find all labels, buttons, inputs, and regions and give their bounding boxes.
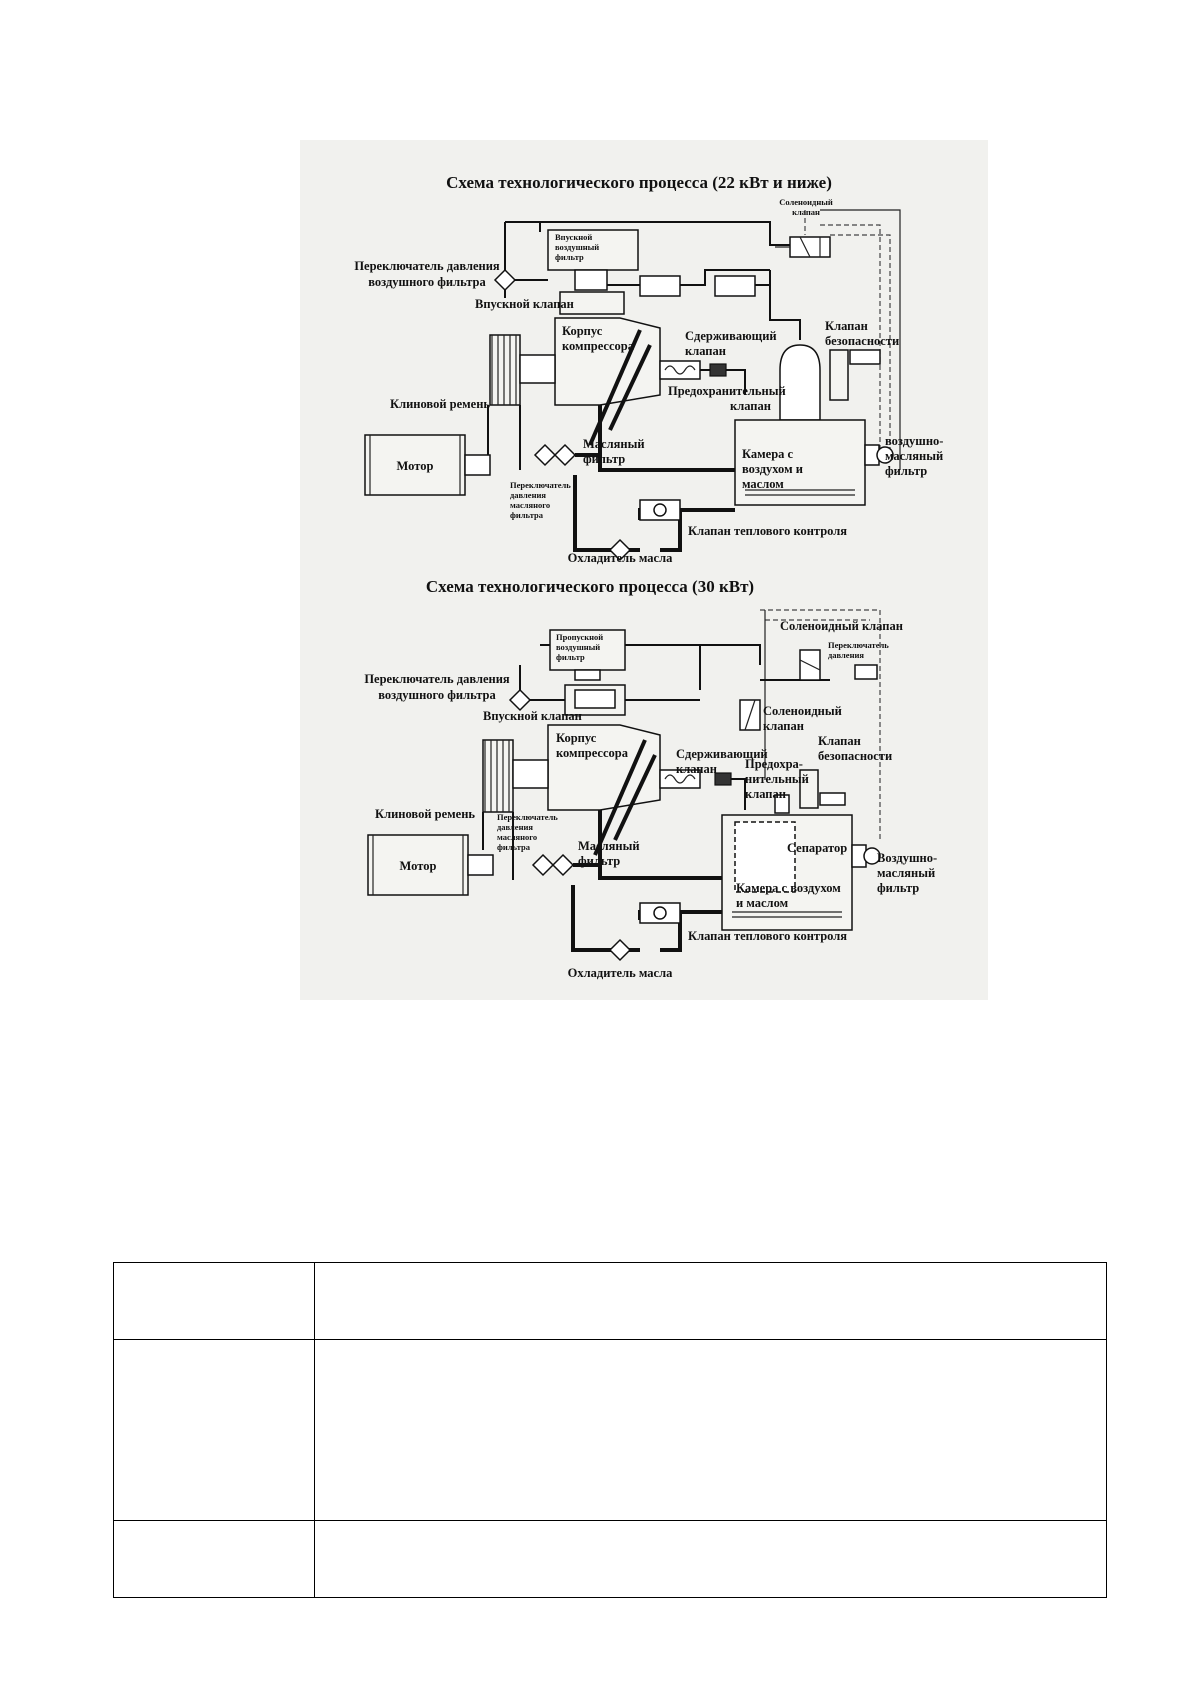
table-cell-label <box>113 1262 315 1340</box>
svg-text:Охладитель масла: Охладитель масла <box>568 966 673 980</box>
air-oil-chamber-22 <box>734 419 866 506</box>
intake-air-filter-box-30 <box>549 629 626 671</box>
oil-cooler-22 <box>608 538 632 562</box>
table-row <box>113 1339 1107 1521</box>
oil-filter-30 <box>551 853 575 877</box>
table-cell-label <box>113 1339 315 1521</box>
table-cell-value <box>314 1520 1107 1598</box>
table-row <box>113 1520 1107 1598</box>
compressor-housing-30 <box>547 724 661 811</box>
spec-table <box>113 1262 1107 1598</box>
svg-text:Впускной клапан: Впускной клапан <box>475 297 574 311</box>
table-cell-value <box>314 1339 1107 1521</box>
intake-air-filter-box-22 <box>547 229 639 271</box>
oil-cooler-30 <box>608 938 632 962</box>
intake-valve-22 <box>559 291 625 315</box>
inline-valve-a-22 <box>639 275 681 297</box>
oil-filter-22 <box>553 443 577 467</box>
air-oil-filter-30 <box>863 847 881 865</box>
diagram-30kw: Схема технологического процесса (30 кВт) <box>364 577 937 980</box>
separator-22 <box>779 344 821 421</box>
air-filter-pressure-switch-22 <box>493 268 517 292</box>
air-oil-filter-22 <box>876 446 894 464</box>
svg-text:Соленоидный клапан: Соленоидный клапан <box>780 619 903 633</box>
motor-22 <box>364 434 466 496</box>
svg-text:Впускной клапан: Впускной клапан <box>483 709 582 723</box>
pressure-switch-30 <box>854 664 878 680</box>
table-cell-label <box>113 1520 315 1598</box>
solenoid-valve-22 <box>789 236 831 258</box>
check-valve-22 <box>659 360 701 380</box>
relief-valve-30 <box>774 794 790 814</box>
svg-text:Мотор: Мотор <box>397 459 434 473</box>
svg-text:Сепаратор: Сепаратор <box>787 841 847 855</box>
air-filter-pressure-switch-30 <box>508 688 532 712</box>
svg-text:Клапан теплового контроля: Клапан теплового контроля <box>688 524 847 538</box>
inline-valve-b-22 <box>714 275 756 297</box>
diagram-22-title: Схема технологического процесса (22 кВт … <box>446 173 832 192</box>
process-flow-diagrams: Схема технологического процесса (22 кВт … <box>354 173 943 980</box>
table-cell-value <box>314 1262 1107 1340</box>
diagram-22kw: Схема технологического процесса (22 кВт … <box>354 173 943 565</box>
motor-30 <box>367 834 469 896</box>
table-row <box>113 1262 1107 1340</box>
svg-text:Клапан теплового контроля: Клапан теплового контроля <box>688 929 847 943</box>
svg-text:Клиновой ремень: Клиновой ремень <box>390 397 490 411</box>
separator-30 <box>734 821 796 893</box>
safety-valve-body-30 <box>799 769 819 809</box>
diagram-30-title: Схема технологического процесса (30 кВт) <box>426 577 754 596</box>
safety-valve-body-22 <box>829 349 849 401</box>
svg-text:Клиновой ремень: Клиновой ремень <box>375 807 475 821</box>
svg-text:Мотор: Мотор <box>400 859 437 873</box>
svg-text:Охладитель масла: Охладитель масла <box>568 551 673 565</box>
pulley-30 <box>482 739 514 813</box>
